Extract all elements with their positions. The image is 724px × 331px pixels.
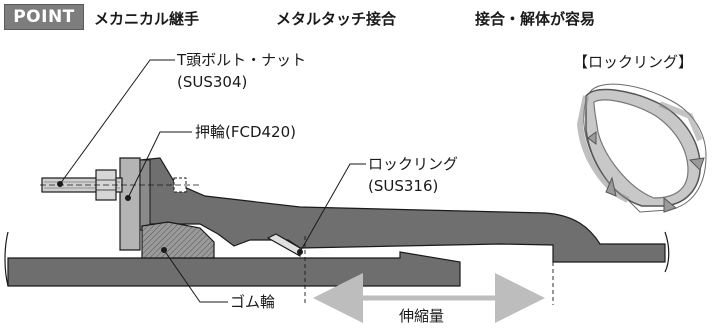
expansion-label: 伸縮量 <box>399 307 445 325</box>
point-badge: POINT <box>4 4 84 30</box>
rubber-ring-label: ゴム輪 <box>230 293 276 311</box>
bolt-label-name: T頭ボルト・ナット <box>177 51 307 69</box>
rubber-ring <box>141 221 215 259</box>
gland-label: 押輪(FCD420) <box>195 123 296 141</box>
inner-pipe <box>7 251 461 287</box>
joint-body <box>139 157 666 263</box>
lockring-illustration <box>576 83 707 213</box>
gland-ring <box>119 157 141 251</box>
lockring-label-name: ロックリング <box>368 155 459 173</box>
feature-easy-disassembly: 接合・解体が容易 <box>475 10 596 28</box>
feature-mechanical-joint: メカニカル継手 <box>94 10 200 28</box>
feature-metal-touch: メタルタッチ接合 <box>276 10 397 28</box>
lock-ring <box>266 233 301 258</box>
bolt-label-material: (SUS304) <box>177 73 248 91</box>
lockring-label-material: (SUS316) <box>368 177 439 195</box>
lockring-title: 【ロックリング】 <box>573 53 694 71</box>
